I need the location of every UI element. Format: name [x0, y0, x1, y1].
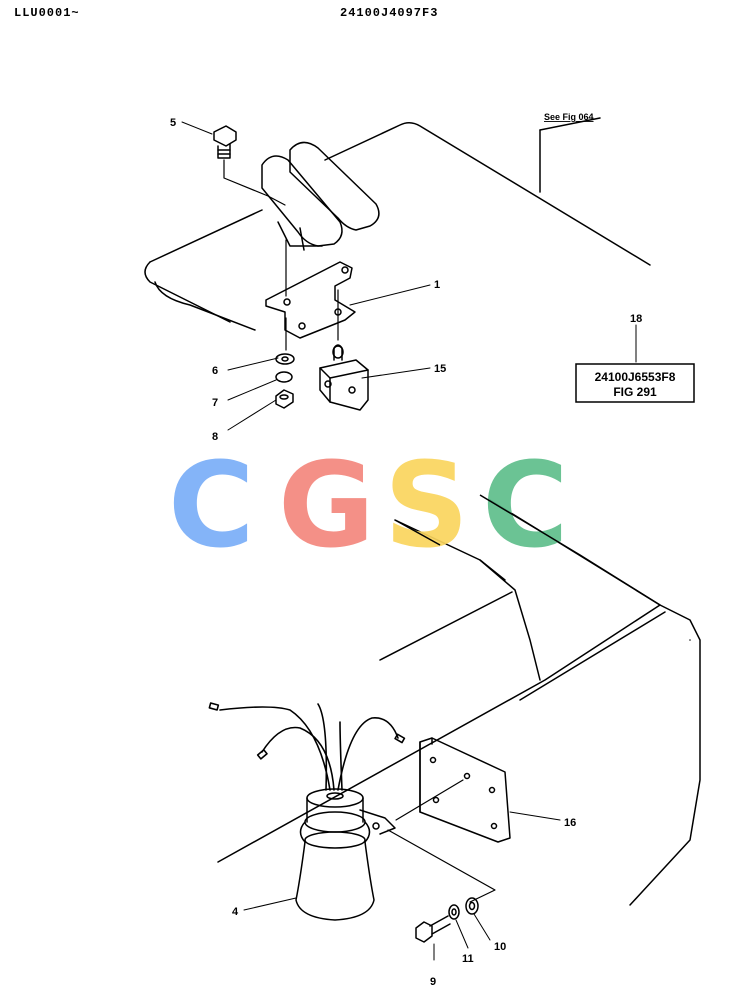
floor-panel-upper: [144, 117, 651, 331]
switch-part-15: [319, 344, 369, 411]
diagram-part-number: 24100J4097F3: [340, 6, 439, 20]
reference-box-18: [575, 363, 695, 403]
bolt-part-5: [213, 125, 286, 206]
callout-leaders: [181, 121, 637, 961]
callout-16: 16: [564, 817, 576, 829]
callout-1: 1: [434, 279, 440, 291]
pedal-assembly: [261, 141, 380, 251]
cgsc-watermark: C G S C: [168, 436, 569, 574]
bracket-part-1: [265, 239, 356, 351]
watermark-letter-c1: C: [168, 436, 255, 574]
callout-18: 18: [630, 313, 642, 325]
reference-box-line1: 24100J6553F8: [595, 370, 676, 384]
callout-6: 6: [212, 365, 218, 377]
callout-11: 11: [462, 953, 474, 965]
watermark-letter-s: S: [384, 436, 469, 574]
fasteners-9-10-11: [387, 829, 496, 943]
callout-15: 15: [434, 363, 446, 375]
fasteners-6-7-8: [275, 353, 295, 409]
reference-box-line2: FIG 291: [613, 385, 657, 399]
horn-wires: [208, 702, 406, 791]
horn-part-4: [295, 788, 396, 921]
callout-8: 8: [212, 431, 218, 443]
watermark-letter-c2: C: [482, 436, 569, 574]
callout-7: 7: [212, 397, 218, 409]
see-fig-reference: See Fig 064: [544, 112, 594, 122]
bracket-part-16: [395, 737, 511, 843]
callout-4: 4: [232, 906, 239, 918]
model-code: LLU0001~: [14, 6, 80, 20]
callout-10: 10: [494, 941, 506, 953]
watermark-letter-g: G: [278, 436, 375, 574]
callout-9: 9: [430, 976, 436, 988]
callout-5: 5: [170, 117, 176, 129]
